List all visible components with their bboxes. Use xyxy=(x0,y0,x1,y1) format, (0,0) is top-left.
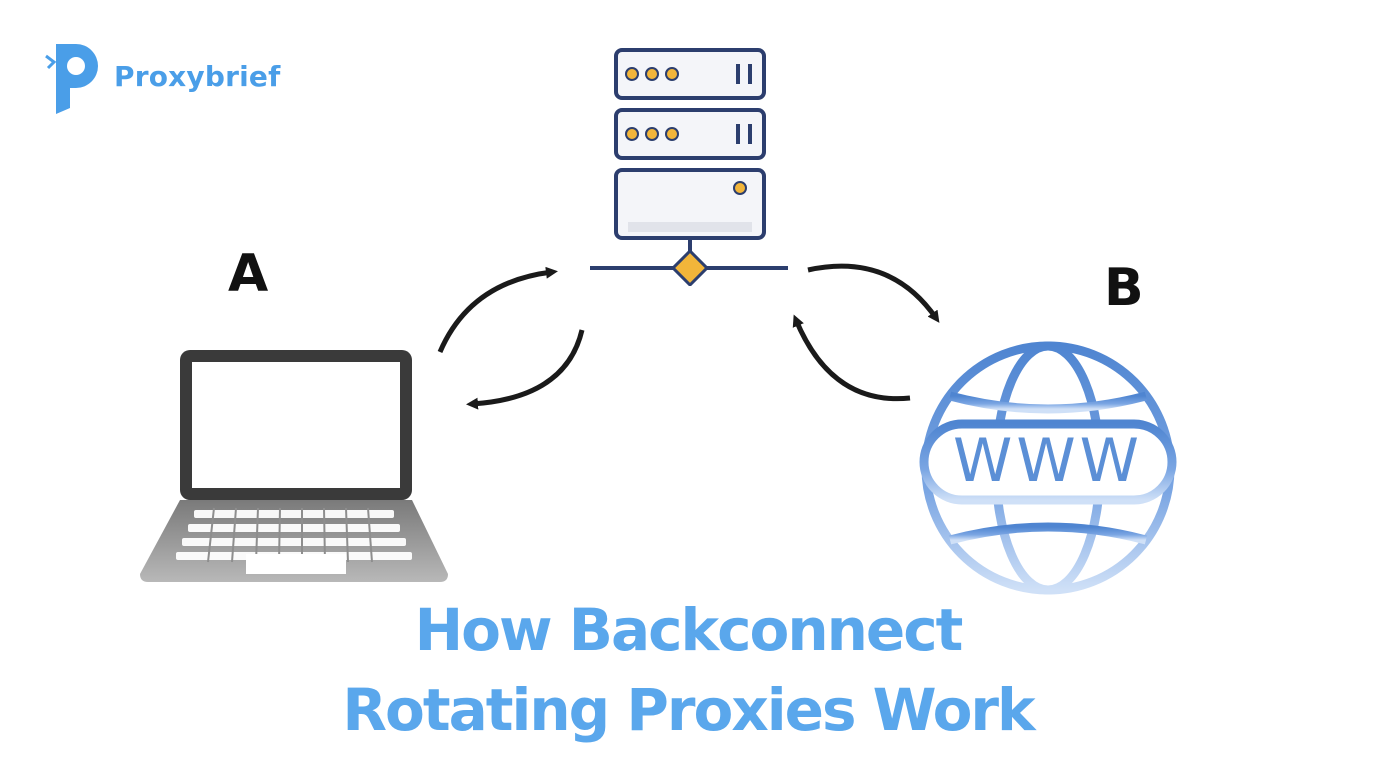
brand[interactable]: Proxybrief xyxy=(42,38,281,114)
node-label-b: B xyxy=(1104,258,1144,318)
arrow-proxy-to-client xyxy=(466,329,585,410)
proxybrief-p-logo-icon xyxy=(45,44,98,114)
globe-www-text: WWW xyxy=(953,426,1143,496)
headline-line-2: Rotating Proxies Work xyxy=(342,676,1035,744)
headline-line-1: How Backconnect xyxy=(414,596,964,664)
brand-name: Proxybrief xyxy=(114,59,281,93)
node-label-a: A xyxy=(228,244,269,304)
globe-icon xyxy=(919,341,1177,595)
laptop-icon xyxy=(140,350,448,582)
arrow-destination-to-proxy xyxy=(792,314,911,402)
proxy-server-icon xyxy=(590,48,788,286)
arrow-proxy-to-destination xyxy=(807,263,940,323)
arrow-client-to-proxy xyxy=(437,266,558,353)
